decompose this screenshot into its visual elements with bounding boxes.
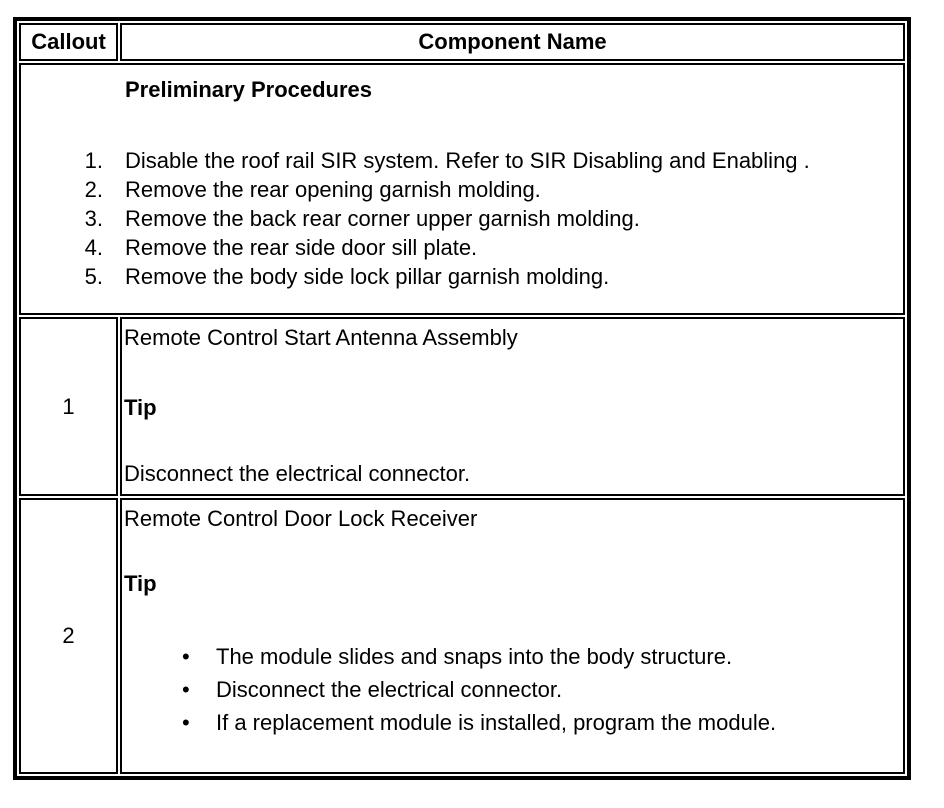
callout-number-cell: 2 <box>19 498 118 774</box>
step-number: 4. <box>84 235 103 260</box>
step-text: Remove the rear side door sill plate. <box>125 235 478 260</box>
step-number: 3. <box>84 206 103 231</box>
component-row-2: 2 Remote Control Door Lock Receiver Tip … <box>19 498 905 774</box>
step-text: Remove the back rear corner upper garnis… <box>125 206 640 231</box>
step-text: Remove the body side lock pillar garnish… <box>125 264 610 289</box>
step-number: 2. <box>84 177 103 202</box>
preliminary-steps-list: 1. Disable the roof rail SIR system. Ref… <box>21 146 897 291</box>
step-number: 5. <box>84 264 103 289</box>
tip-bullet-list: • The module slides and snaps into the b… <box>124 642 897 737</box>
list-item: • The module slides and snaps into the b… <box>124 642 897 671</box>
list-item: 4. Remove the rear side door sill plate. <box>21 233 897 262</box>
component-name: Remote Control Start Antenna Assembly <box>124 325 518 350</box>
component-cell: Remote Control Start Antenna Assembly Ti… <box>120 317 905 496</box>
table-header-row: Callout Component Name <box>19 23 905 61</box>
step-number: 1. <box>84 148 103 173</box>
bullet-text: The module slides and snaps into the bod… <box>216 644 733 669</box>
tip-label: Tip <box>124 395 157 420</box>
callout-component-table: Callout Component Name Preliminary Proce… <box>13 17 911 780</box>
step-text: Disable the roof rail SIR system. Refer … <box>125 148 810 173</box>
component-row-1: 1 Remote Control Start Antenna Assembly … <box>19 317 905 496</box>
preliminary-title: Preliminary Procedures <box>125 77 373 102</box>
tip-label: Tip <box>124 571 157 596</box>
preliminary-cell: Preliminary Procedures 1. Disable the ro… <box>19 63 905 315</box>
bullet-icon: • <box>182 644 190 669</box>
list-item: • If a replacement module is installed, … <box>124 708 897 737</box>
list-item: 1. Disable the roof rail SIR system. Ref… <box>21 146 897 175</box>
bullet-icon: • <box>182 710 190 735</box>
bullet-icon: • <box>182 677 190 702</box>
list-item: 3. Remove the back rear corner upper gar… <box>21 204 897 233</box>
header-callout: Callout <box>19 23 118 61</box>
list-item: 5. Remove the body side lock pillar garn… <box>21 262 897 291</box>
component-cell: Remote Control Door Lock Receiver Tip • … <box>120 498 905 774</box>
bullet-text: If a replacement module is installed, pr… <box>216 710 777 735</box>
bullet-text: Disconnect the electrical connector. <box>216 677 563 702</box>
component-name: Remote Control Door Lock Receiver <box>124 506 478 531</box>
list-item: 2. Remove the rear opening garnish moldi… <box>21 175 897 204</box>
callout-number-cell: 1 <box>19 317 118 496</box>
preliminary-row: Preliminary Procedures 1. Disable the ro… <box>19 63 905 315</box>
tip-note: Disconnect the electrical connector. <box>124 461 471 486</box>
header-component-name: Component Name <box>120 23 905 61</box>
step-text: Remove the rear opening garnish molding. <box>125 177 541 202</box>
list-item: • Disconnect the electrical connector. <box>124 675 897 704</box>
